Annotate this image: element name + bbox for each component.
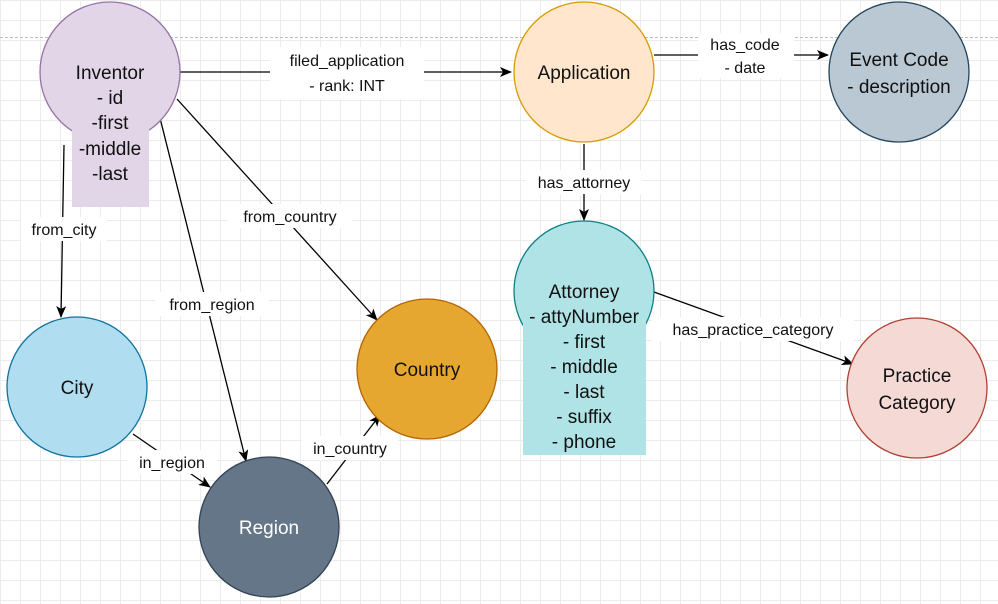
node-title: Application	[538, 63, 631, 84]
edge-in-country[interactable]: in_country	[302, 414, 398, 485]
edge-label-in-region: in_region	[139, 455, 205, 472]
node-attr: - id	[97, 88, 123, 109]
edge-label-filed-application: filed_application	[290, 53, 405, 70]
edge-label-has-attorney: has_attorney	[538, 175, 631, 192]
edge-label-from-city: from_city	[32, 222, 97, 239]
node-attr: -last	[92, 164, 129, 185]
node-title: Event Code	[849, 50, 948, 71]
edge-label-from-country: from_country	[243, 209, 336, 226]
node-title: Inventor	[76, 63, 145, 84]
node-attr: - first	[563, 332, 606, 353]
node-practice-category[interactable]: Practice Category	[846, 317, 988, 459]
node-application[interactable]: Application	[513, 1, 655, 143]
node-region[interactable]: Region	[198, 456, 340, 598]
node-title: Country	[394, 360, 461, 381]
edge-label-has-practice-category: has_practice_category	[673, 322, 834, 339]
node-attr: - middle	[550, 357, 618, 378]
node-title: Attorney	[549, 282, 620, 303]
node-attr: - description	[847, 77, 951, 98]
edge-from-country[interactable]: from_country	[176, 98, 378, 321]
node-attr: - last	[563, 382, 605, 403]
node-attr: - attyNumber	[529, 307, 639, 328]
node-country[interactable]: Country	[356, 298, 498, 440]
edge-has-attorney[interactable]: has_attorney	[526, 144, 642, 221]
edge-filed-application[interactable]: filed_application - rank: INT	[180, 47, 512, 99]
node-title: Category	[878, 393, 956, 414]
edge-from-city[interactable]: from_city	[21, 144, 107, 318]
node-title: City	[61, 378, 94, 399]
edge-label-rank: - rank: INT	[309, 78, 385, 95]
edge-from-region[interactable]: from_region	[155, 117, 269, 462]
node-attr: - phone	[552, 432, 616, 453]
edge-in-region[interactable]: in_region	[127, 433, 217, 488]
node-attr: -middle	[79, 139, 141, 160]
node-inventor[interactable]: Inventor - id -first -middle -last	[39, 1, 181, 207]
edge-label-in-country: in_country	[313, 441, 387, 458]
node-title: Region	[239, 518, 299, 539]
node-attorney[interactable]: Attorney - attyNumber - first - middle -…	[513, 220, 655, 455]
edge-has-code[interactable]: has_code - date	[654, 33, 829, 78]
node-attr: -first	[92, 113, 130, 134]
edge-label-from-region: from_region	[169, 297, 254, 314]
edge-label-has-code: has_code	[710, 37, 779, 54]
node-city[interactable]: City	[6, 316, 148, 458]
node-title: Practice	[883, 366, 952, 387]
edge-has-practice-category[interactable]: has_practice_category	[652, 291, 854, 365]
edge-label-date: - date	[725, 60, 766, 77]
top-dashed-guide	[0, 37, 998, 38]
node-event-code[interactable]: Event Code - description	[828, 1, 970, 143]
node-attr: - suffix	[556, 407, 612, 428]
